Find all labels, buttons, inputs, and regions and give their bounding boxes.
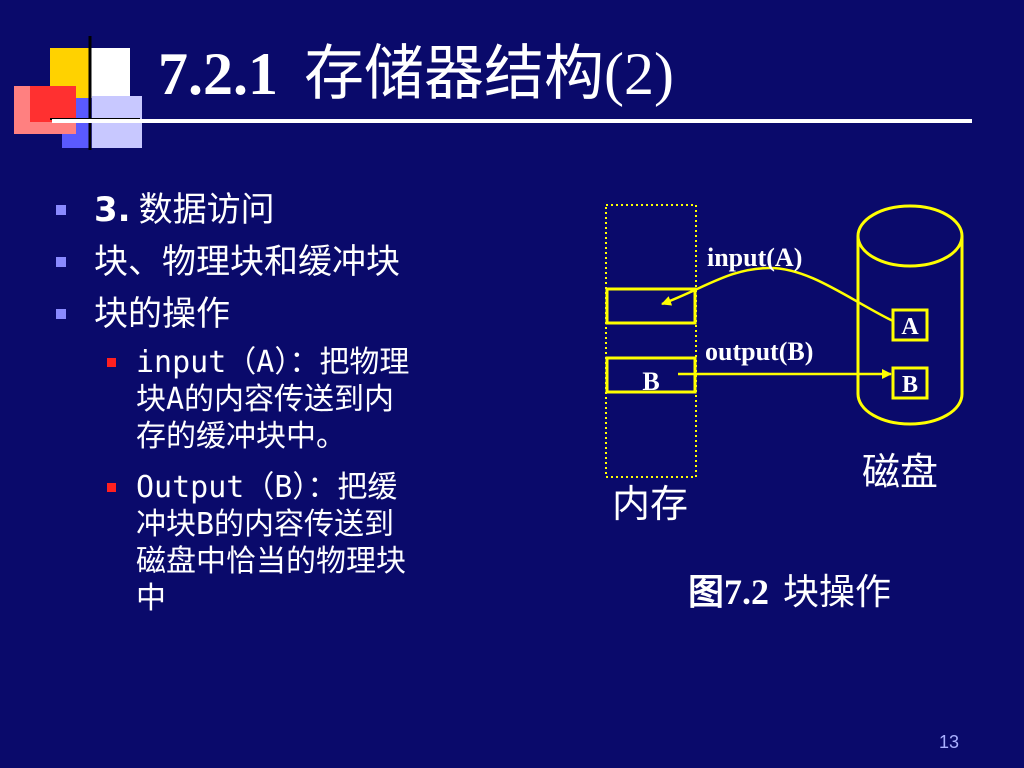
output-arrow-label: output(B) (705, 337, 813, 366)
figure-number: 图7.2 (688, 572, 770, 612)
disk-cylinder-body (856, 236, 964, 426)
buffer-block-a (605, 287, 697, 325)
figure-caption: 图7.2 块操作 (688, 570, 891, 615)
memory-label: 内存 (612, 482, 689, 526)
input-arrow (661, 266, 894, 323)
bullet-item-blocks: 块、物理块和缓冲块 (54, 236, 524, 288)
sub-bullet-line: 存的缓冲块中。 (136, 419, 346, 454)
buffer-block-b-label: B (642, 367, 659, 396)
bullet-square-icon (56, 257, 66, 267)
bullet-square-icon (56, 205, 66, 215)
sub-bullet-square-icon (107, 358, 116, 367)
bullet-square-icon (56, 309, 66, 319)
disk-cylinder-top (856, 204, 964, 268)
bullet-number: 3. (94, 190, 131, 230)
sub-bullet-line: 中 (136, 581, 166, 616)
sub-bullet-line: 磁盘中恰当的物理块 (136, 544, 406, 579)
bullet-text: 数据访问 (138, 190, 275, 230)
sub-bullet-line: 冲块B的内容传送到 (136, 507, 395, 542)
sub-bullet-square-icon (107, 483, 116, 492)
bullet-text: 块的操作 (94, 294, 230, 334)
disk-block-a (891, 308, 929, 342)
bullet-item-data-access: 3.数据访问 (54, 184, 524, 236)
sub-bullet-line: Output（B）：把缓 (136, 470, 398, 505)
title-underline (52, 119, 972, 123)
disk-block-b-label: B (902, 372, 918, 398)
sub-bullet-output: Output（B）：把缓 冲块B的内容传送到 磁盘中恰当的物理块 中 (54, 469, 524, 617)
section-title: 存储器结构(2) (304, 41, 674, 107)
slide-title: 7.2.1 存储器结构(2) (158, 38, 674, 110)
bullet-item-block-ops: 块的操作 (54, 288, 524, 340)
figure-caption-text: 块操作 (783, 572, 892, 613)
sub-bullet-line: input（A）：把物理 (136, 345, 410, 380)
section-number: 7.2.1 (158, 41, 278, 107)
bullet-text: 块、物理块和缓冲块 (94, 242, 400, 282)
page-number: 13 (939, 732, 960, 752)
disk-block-b (891, 366, 929, 400)
input-arrow-label: input(A) (707, 243, 802, 272)
decorative-squares-logo (14, 36, 142, 150)
memory-region (605, 204, 697, 478)
sub-bullet-input: input（A）：把物理 块A的内容传送到内 存的缓冲块中。 (54, 344, 524, 455)
disk-label: 磁盘 (862, 450, 939, 494)
bullet-list: 3.数据访问 块、物理块和缓冲块 块的操作 input（A）：把物理 块A的内容… (54, 184, 524, 617)
disk-block-a-label: A (901, 314, 919, 340)
sub-bullet-line: 块A的内容传送到内 (136, 382, 395, 417)
block-operation-diagram: B A B input(A) output(B) (605, 204, 964, 478)
